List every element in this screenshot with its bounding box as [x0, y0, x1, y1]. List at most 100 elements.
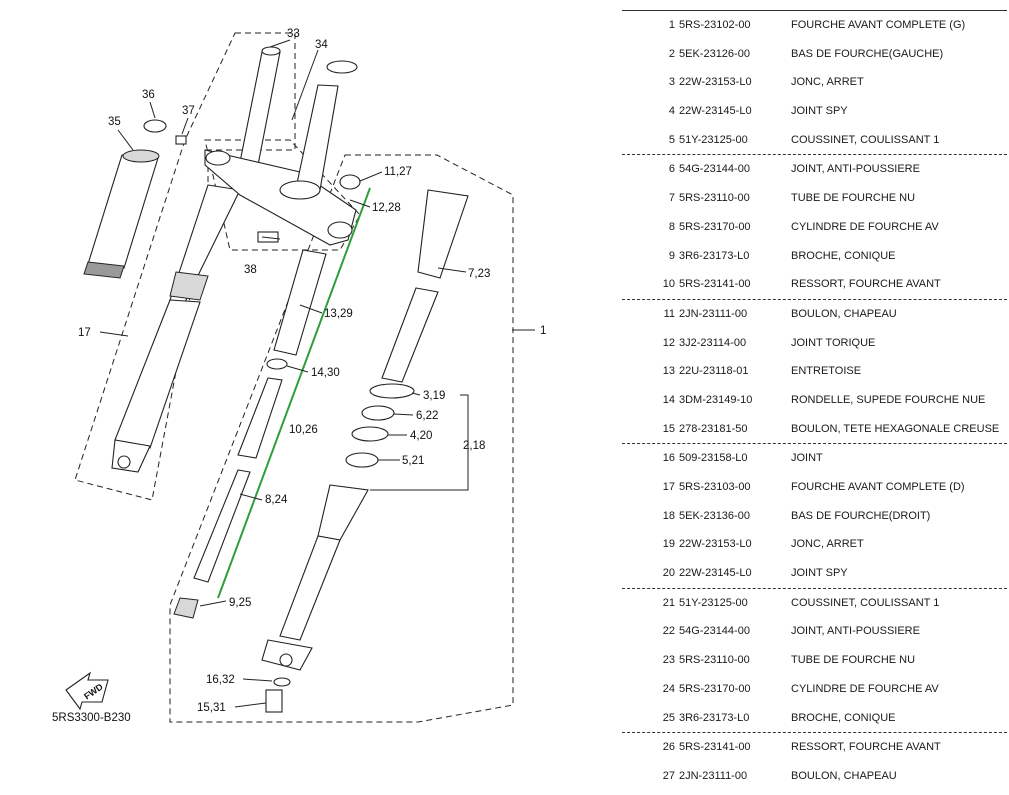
callout-15-31: 15,31 [197, 702, 226, 714]
part-index: 23 [662, 654, 675, 667]
part-number: 3R6-23173-L0 [679, 711, 750, 724]
part-number: 51Y-23125-00 [679, 133, 748, 146]
callout-16-32: 16,32 [206, 674, 235, 686]
callout-14-30: 14,30 [311, 367, 340, 379]
part-description: RONDELLE, SUPEDE FOURCHE NUE [791, 393, 986, 406]
callout-12-28: 12,28 [372, 202, 401, 214]
part-description: BAS DE FOURCHE(DROIT) [791, 509, 931, 522]
part-number: 54G-23144-00 [679, 163, 750, 176]
callout-8-24: 8,24 [265, 494, 288, 506]
part-description: ENTRETOISE [791, 365, 862, 378]
part-number: 5RS-23110-00 [679, 192, 750, 205]
part-number: 51Y-23125-00 [679, 596, 748, 609]
callout-37: 37 [182, 105, 195, 117]
fork-boot-part [83, 149, 160, 279]
part-index: 13 [662, 365, 675, 378]
part-index: 8 [668, 220, 675, 233]
callout-17: 17 [78, 327, 91, 339]
clamp-collar-part [143, 119, 187, 145]
callout-6-22: 6,22 [416, 410, 438, 422]
part-index: 6 [668, 163, 675, 176]
part-description: TUBE DE FOURCHE NU [791, 654, 916, 667]
parts-row[interactable]: 20 22W-23145-L0 JOINT SPY [622, 559, 1007, 589]
part-index: 15 [662, 422, 675, 435]
part-number: 2JN-23111-00 [679, 307, 748, 320]
right-fork-stack [173, 174, 469, 713]
callout-9-25: 9,25 [229, 597, 251, 609]
highlight-line [217, 187, 371, 599]
part-description: COUSSINET, COULISSANT 1 [791, 133, 940, 146]
part-index: 21 [662, 596, 675, 609]
part-index: 3 [668, 76, 675, 89]
parts-row[interactable]: 26 5RS-23141-00 RESSORT, FOURCHE AVANT [622, 733, 1007, 762]
callout-36: 36 [142, 89, 155, 101]
part-index: 18 [662, 509, 675, 522]
part-description: FOURCHE AVANT COMPLETE (D) [791, 481, 965, 493]
part-number: 3DM-23149-10 [679, 393, 753, 406]
part-index: 5 [668, 133, 675, 146]
part-description: JOINT, ANTI-POUSSIERE [791, 625, 920, 638]
callout-11-27: 11,27 [384, 166, 412, 178]
forward-arrow-icon: FWD [65, 671, 109, 711]
part-index: 7 [668, 192, 675, 205]
part-index: 16 [662, 452, 675, 465]
part-index: 14 [662, 393, 675, 406]
callout-1: 1 [540, 325, 546, 337]
part-index: 22 [662, 625, 675, 638]
fork-exploded-diagram: FWD 33 34 36 37 35 11,27 12,28 7,23 38 1… [52, 28, 546, 724]
parts-row[interactable]: 14 3DM-23149-10 RONDELLE, SUPEDE FOURCHE N… [622, 386, 1007, 415]
part-index: 1 [668, 19, 675, 31]
callout-33: 33 [287, 28, 300, 40]
part-number: 5RS-23141-00 [679, 741, 751, 754]
callout-34: 34 [315, 39, 328, 51]
part-index: 4 [668, 105, 675, 118]
part-number: 22W-23153-L0 [679, 76, 752, 89]
part-number: 509-23158-L0 [679, 452, 748, 465]
part-description: BOULON, TETE HEXAGONALE CREUSE [791, 422, 1000, 435]
part-description: BROCHE, CONIQUE [791, 711, 896, 724]
part-number: 3J2-23114-00 [679, 336, 747, 349]
left-fork-tube [239, 46, 281, 166]
part-number: 2JN-23111-00 [679, 769, 748, 782]
part-number: 22W-23145-L0 [679, 567, 752, 580]
part-description: RESSORT, FOURCHE AVANT [791, 741, 941, 754]
part-number: 3R6-23173-L0 [679, 249, 750, 262]
part-description: BOULON, CHAPEAU [791, 769, 897, 782]
callout-13-29: 13,29 [324, 308, 353, 320]
callout-3-19: 3,19 [423, 390, 445, 402]
left-fork-outer [111, 184, 241, 473]
parts-row[interactable]: 5 51Y-23125-00 COUSSINET, COULISSANT 1 [622, 126, 1007, 156]
callout-7-23: 7,23 [468, 268, 490, 280]
part-index: 11 [663, 307, 675, 320]
part-index: 26 [662, 741, 675, 754]
diagram-ref-code: 5RS3300-B230 [52, 712, 131, 724]
part-index: 20 [662, 567, 675, 580]
part-description: JOINT SPY [791, 567, 848, 580]
part-description: FOURCHE AVANT COMPLETE (G) [791, 19, 966, 31]
leader-lines [99, 39, 535, 708]
